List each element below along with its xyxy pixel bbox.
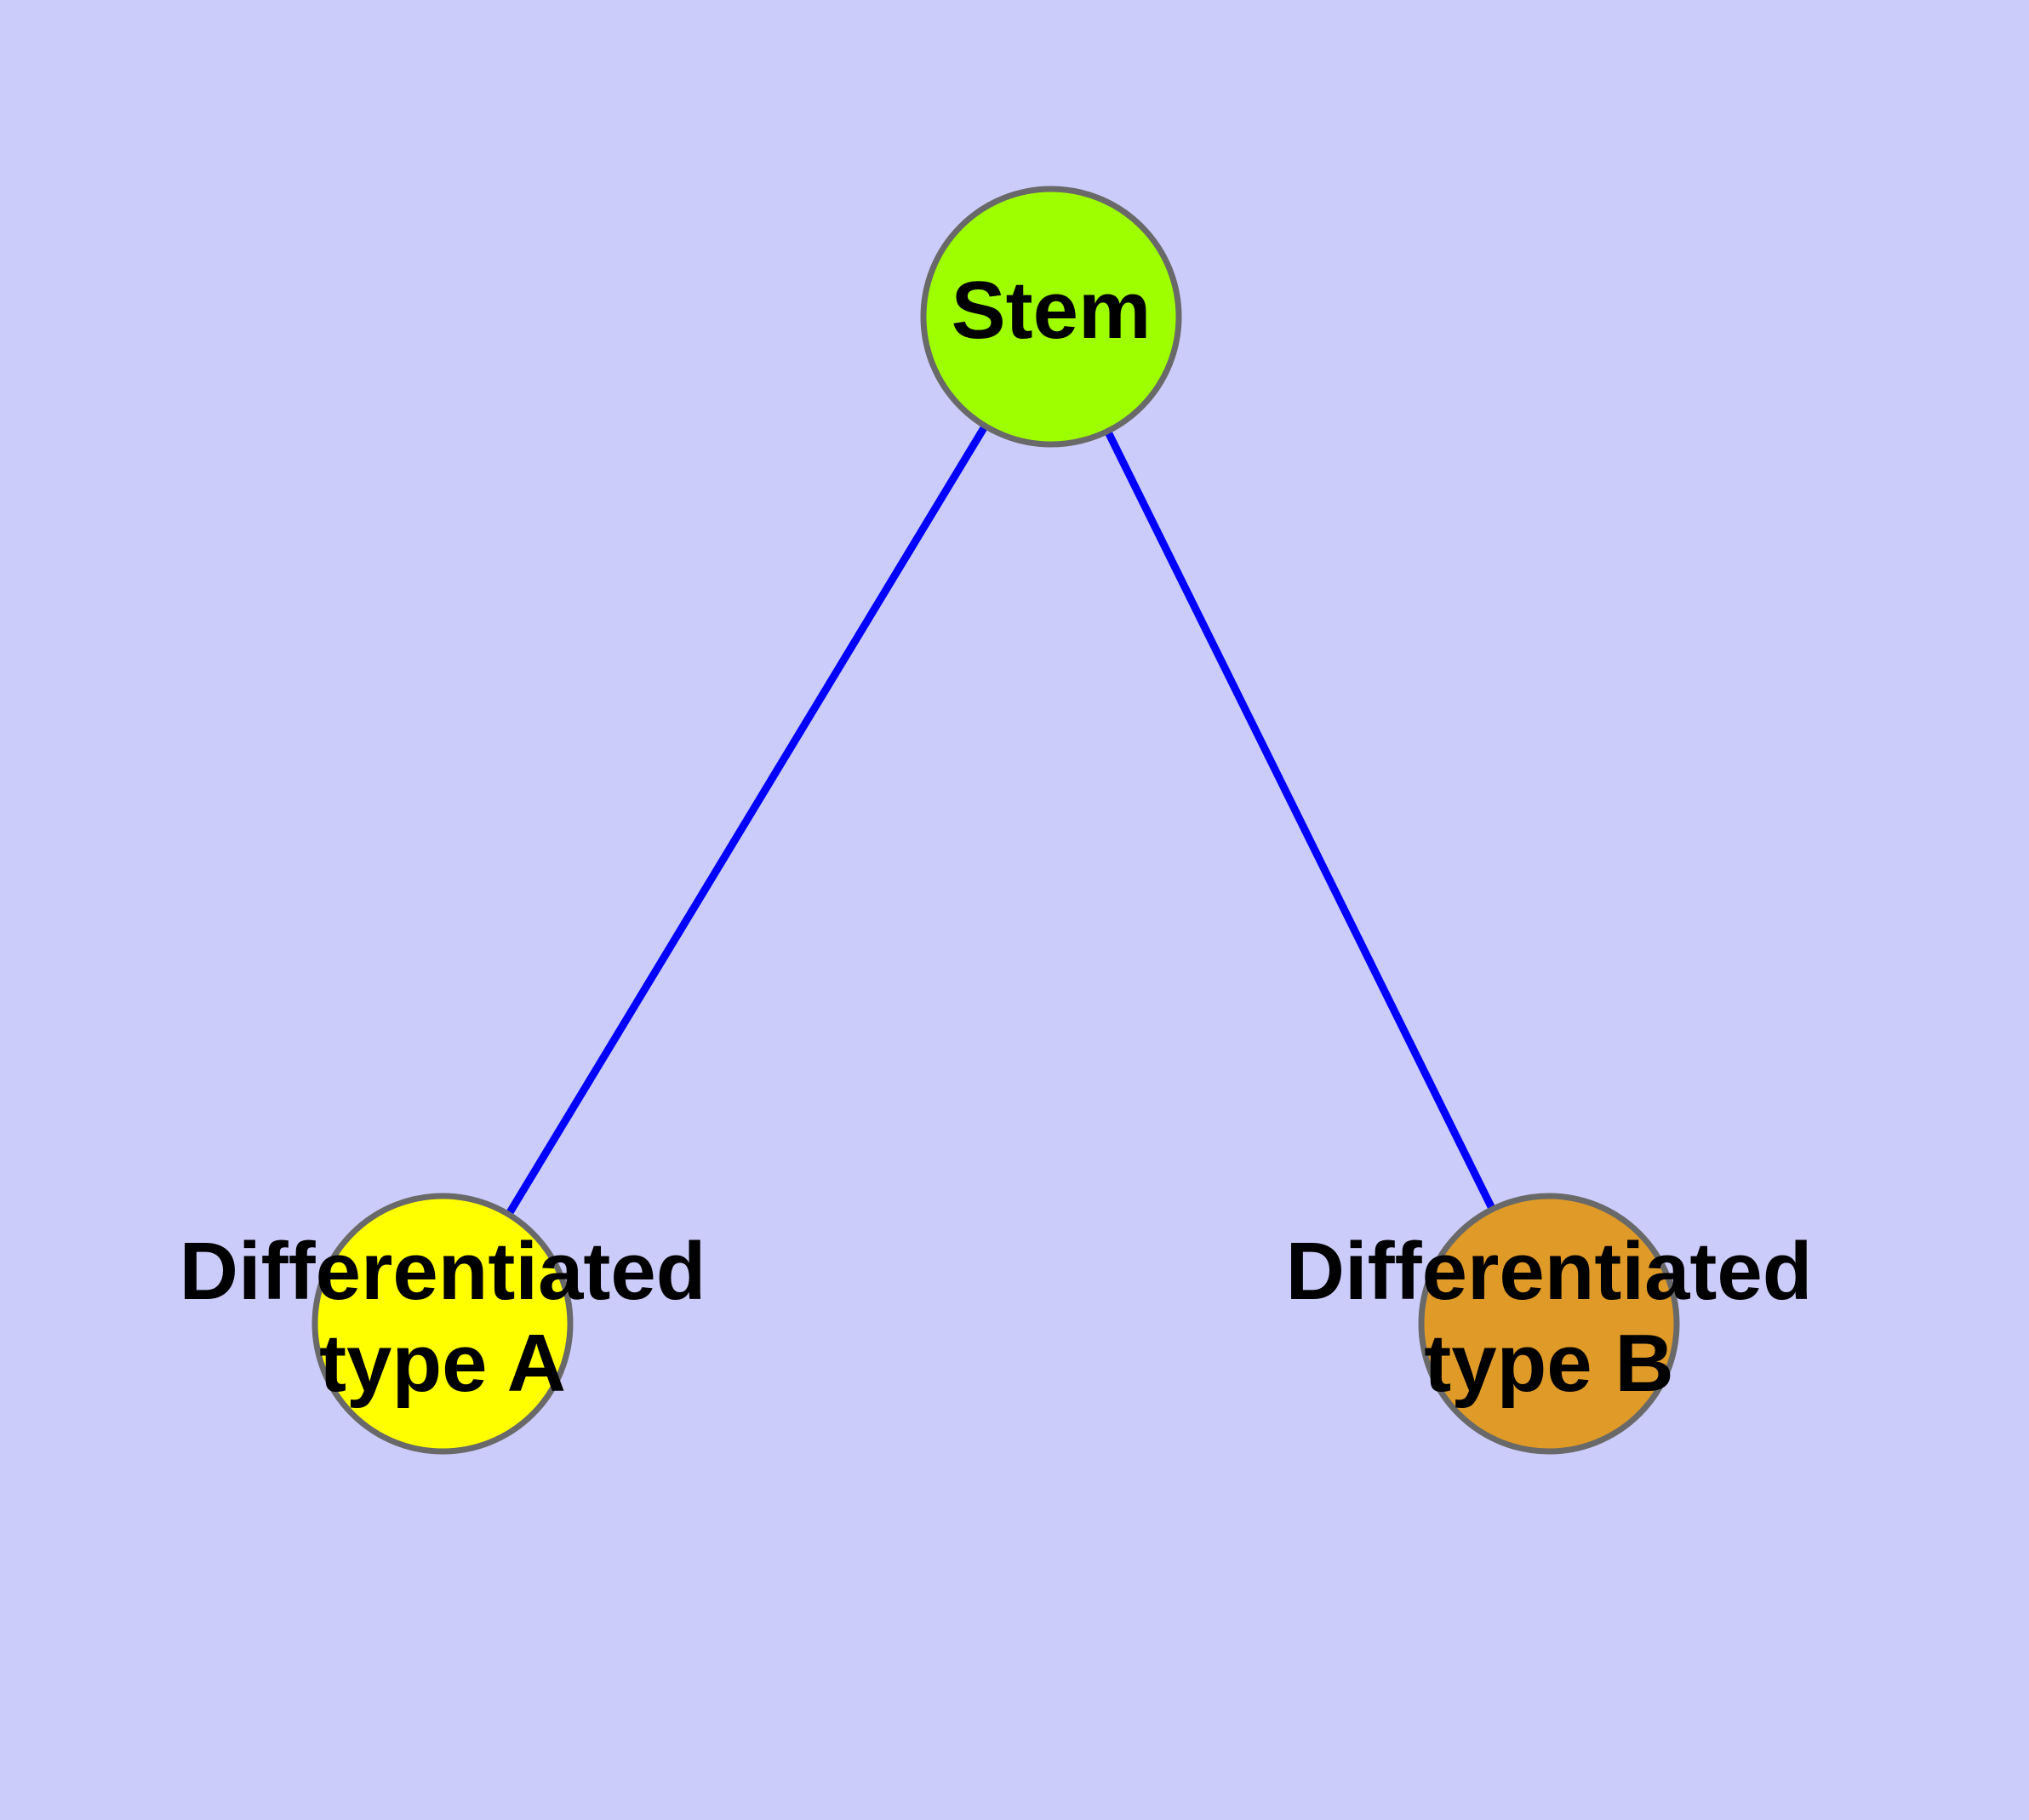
node-differentiated-type-b-circle[interactable] [1418,1193,1680,1455]
node-differentiated-type-a-circle[interactable] [311,1193,574,1455]
edges-layer [439,314,1553,1326]
edge-stem-to-differentiated-type-b[interactable] [1047,315,1553,1325]
node-stem-label: Stem [952,265,1152,356]
nodes-layer [311,186,1680,1455]
node-stem-circle[interactable] [920,186,1182,448]
edge-stem-to-differentiated-type-a[interactable] [439,314,1055,1326]
